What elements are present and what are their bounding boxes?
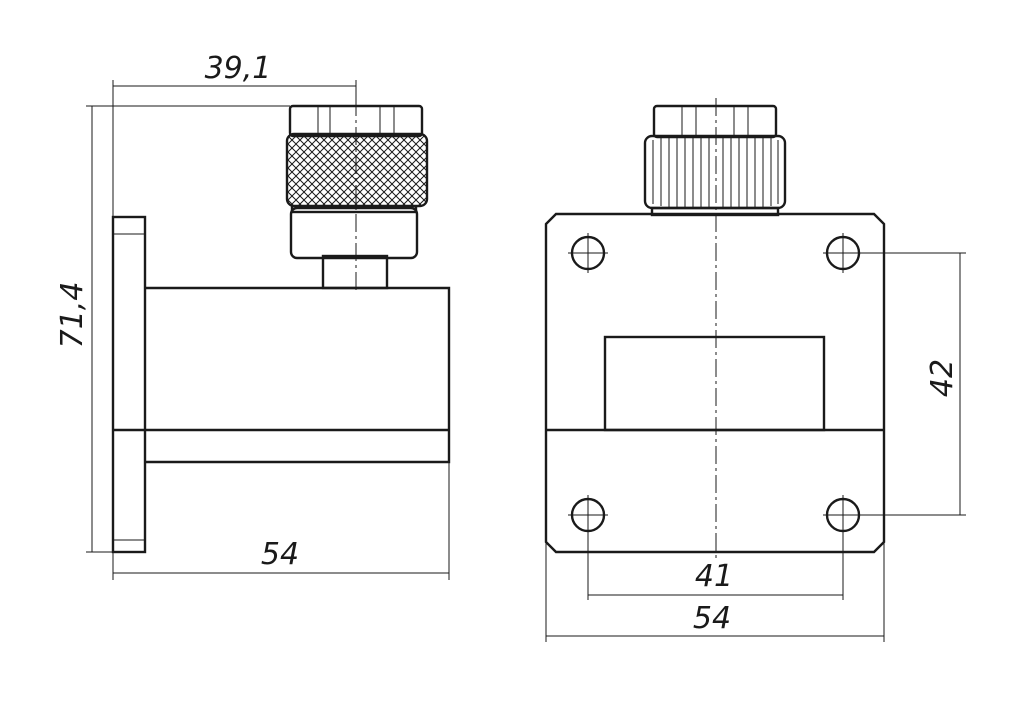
- front-flange: [544, 212, 886, 554]
- dim-hole-horizontal: 41: [587, 531, 844, 600]
- mounting-hole-bottom-left: [568, 495, 608, 535]
- dim-overall-width: 54: [545, 542, 885, 642]
- dim-width-top-label: 39,1: [205, 51, 272, 86]
- dim-width-bottom: 54: [112, 462, 450, 580]
- dim-width-bottom-label: 54: [261, 537, 299, 572]
- mounting-hole-top-right: [823, 233, 863, 273]
- dim-width-top: 39,1: [112, 51, 357, 217]
- side-view: 39,1 71,4 54: [55, 51, 451, 580]
- front-view: 42 41 54: [544, 98, 966, 642]
- dim-hole-vertical-label: 42: [925, 359, 960, 397]
- dim-height: 71,4: [55, 105, 290, 553]
- front-connector: [643, 104, 787, 217]
- dim-hole-vertical: 42: [859, 252, 966, 516]
- front-nut-ribs: [652, 137, 779, 207]
- dim-height-label: 71,4: [55, 282, 90, 349]
- side-flange: [111, 215, 147, 554]
- dim-overall-width-label: 54: [693, 601, 731, 636]
- knurled-nut-pattern: [287, 134, 427, 206]
- side-waveguide-body: [113, 286, 451, 464]
- dim-hole-horizontal-label: 41: [695, 559, 733, 594]
- mounting-hole-bottom-right: [823, 495, 863, 535]
- mounting-hole-top-left: [568, 233, 608, 273]
- side-connector: [285, 104, 429, 290]
